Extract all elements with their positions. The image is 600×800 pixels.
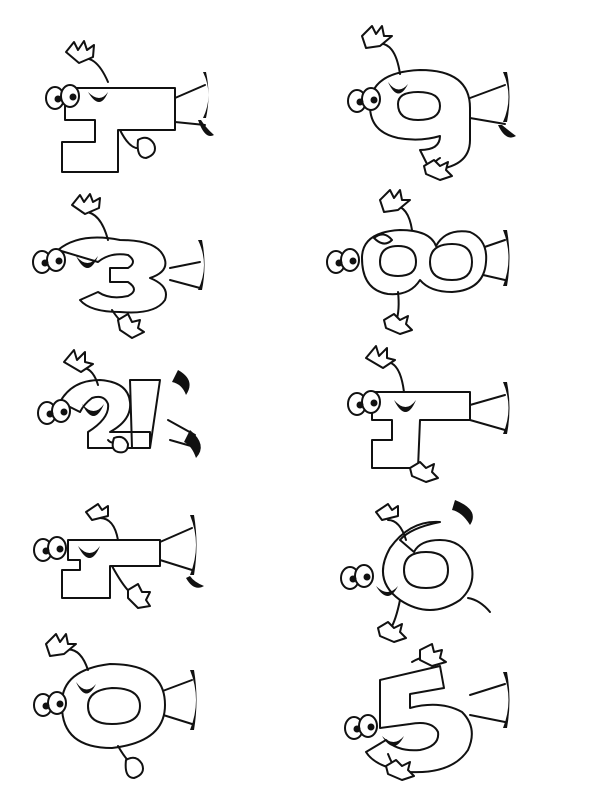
cartoon-number-0: [33, 633, 197, 779]
cartoon-number-2: [37, 349, 201, 458]
cartoon-number-3: [32, 193, 205, 339]
cartoon-number-9: [347, 25, 516, 181]
cartoon-number-8: [326, 189, 510, 335]
cartoon-number-1: [33, 503, 204, 609]
cartoon-number-7: [347, 345, 510, 483]
cartoon-number-6: [340, 500, 491, 643]
cartoon-number-4: [45, 40, 214, 173]
cartoon-number-5: [344, 643, 510, 781]
